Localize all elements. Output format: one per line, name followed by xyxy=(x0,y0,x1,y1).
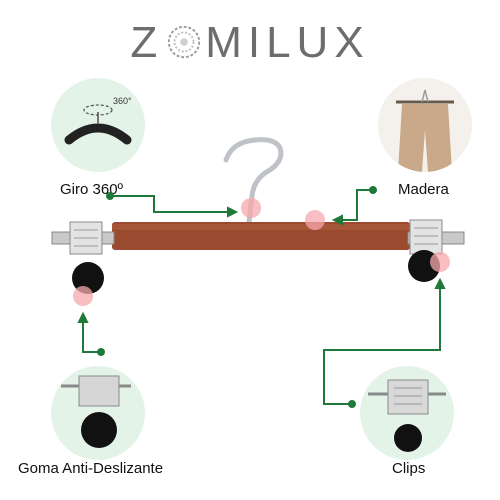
hotspot-clips xyxy=(430,252,450,272)
metal-clip-icon xyxy=(368,379,446,452)
pants-photo-icon xyxy=(378,78,472,172)
clips-feature-circle xyxy=(360,366,454,460)
hanger-hook xyxy=(223,137,284,225)
brand-text-right: MILUX xyxy=(205,18,370,67)
swirl-o-icon xyxy=(168,25,201,59)
left-clip xyxy=(51,221,115,294)
right-clip xyxy=(407,219,465,282)
wood-feature-circle xyxy=(378,78,472,172)
hanger-top-icon xyxy=(64,104,132,145)
hotspot-rotation xyxy=(241,198,261,218)
rubber-label: Goma Anti-Deslizante xyxy=(18,460,164,477)
brand-text-left: Z xyxy=(130,18,164,67)
rubber-feature-circle xyxy=(51,366,145,460)
hotspot-rubber xyxy=(73,286,93,306)
rotation-badge: 360° xyxy=(113,96,132,106)
brand-logo: Z MILUX xyxy=(0,18,500,68)
wood-label: Madera xyxy=(398,181,449,198)
clips-label: Clips xyxy=(392,460,426,477)
hotspot-wood xyxy=(305,210,325,230)
rubber-clip-icon xyxy=(61,375,131,448)
rotation-feature-circle: 360° xyxy=(51,78,145,172)
